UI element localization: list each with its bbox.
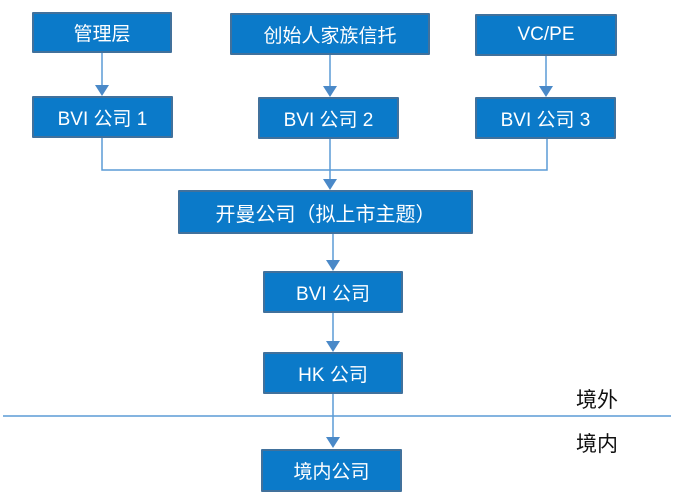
connector-bvi-bus: [101, 138, 548, 171]
arrow-bvimid-to-hk: [326, 313, 340, 352]
arrow-bvi2-to-cayman: [323, 139, 337, 190]
node-management: 管理层: [32, 12, 172, 53]
arrow-vcpe-to-bvi3: [539, 56, 553, 97]
arrow-management-to-bvi1: [95, 53, 109, 96]
arrow-cayman-to-bvimid: [326, 234, 340, 271]
node-domestic-company: 境内公司: [261, 449, 402, 492]
node-bvi-company-2: BVI 公司 2: [258, 97, 399, 139]
arrow-hk-to-domestic: [326, 394, 340, 448]
node-cayman-listing-entity: 开曼公司（拟上市主题）: [178, 190, 473, 234]
onshore-region-label: 境内: [576, 433, 618, 456]
arrow-trust-to-bvi2: [323, 55, 337, 97]
node-founder-family-trust: 创始人家族信托: [230, 13, 430, 55]
node-vc-pe: VC/PE: [475, 14, 617, 56]
node-bvi-company-mid: BVI 公司: [263, 271, 403, 313]
node-hk-company: HK 公司: [263, 352, 403, 394]
offshore-region-label: 境外: [576, 389, 618, 412]
node-bvi-company-1: BVI 公司 1: [32, 96, 173, 138]
node-bvi-company-3: BVI 公司 3: [475, 97, 616, 139]
